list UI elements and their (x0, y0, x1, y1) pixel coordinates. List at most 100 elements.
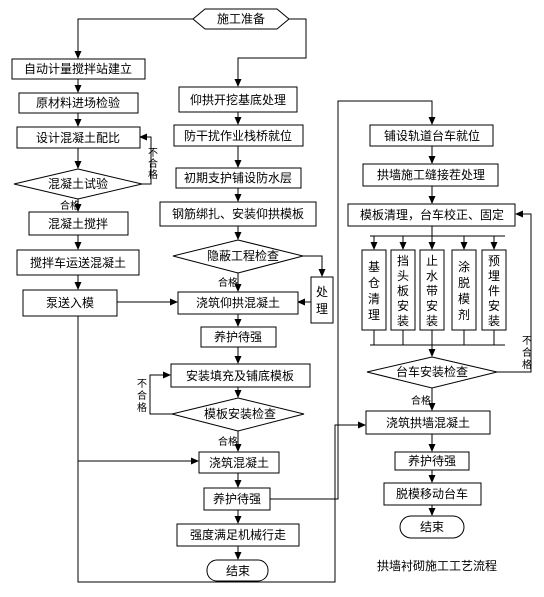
base-clean-char-3: 清 (368, 292, 380, 306)
stop-board-char-1: 挡 (397, 254, 409, 268)
svg-text:脱模移动台车: 脱模移动台车 (396, 486, 468, 501)
svg-text:仰拱开挖基底处理: 仰拱开挖基底处理 (190, 92, 286, 107)
svg-text:初期支护铺设防水层: 初期支护铺设防水层 (184, 170, 292, 185)
trestle-node: 防干扰作业栈桥就位 (173, 124, 304, 147)
handle-char-1: 处 (316, 285, 328, 299)
release-agent-node: 涂 脱 模 剂 (451, 249, 477, 331)
waterstop-char-1: 止 (426, 254, 438, 268)
svg-text:泵送入模: 泵送入模 (46, 295, 94, 310)
stop-board-char-5: 装 (397, 314, 409, 328)
embedded-char-2: 埋 (488, 269, 500, 283)
form-check-fail-label-2: 合 (137, 389, 147, 402)
concrete-mixing-node: 混凝土搅拌 (28, 211, 129, 236)
pour-concrete-node: 浇筑混凝土 (198, 451, 280, 474)
transport-node: 搅拌车运送混凝土 (16, 249, 140, 276)
waterstop-char-3: 带 (426, 284, 438, 298)
svg-text:模板安装检查: 模板安装检查 (204, 406, 276, 421)
end2-node: 结束 (399, 515, 465, 539)
svg-text:浇筑混凝土: 浇筑混凝土 (209, 455, 269, 470)
svg-text:结束: 结束 (420, 520, 444, 534)
pump-node: 泵送入模 (22, 289, 118, 317)
svg-text:施工准备: 施工准备 (217, 12, 265, 26)
embedded-parts-node: 预 埋 件 安 装 (481, 249, 507, 331)
svg-text:养护待强: 养护待强 (408, 453, 456, 468)
svg-text:原材料进场检验: 原材料进场检验 (36, 95, 120, 110)
release-char-1: 涂 (458, 259, 470, 274)
embedded-char-5: 装 (488, 314, 500, 328)
waterproof-node: 初期支护铺设防水层 (175, 167, 302, 189)
base-clean-char-2: 仓 (368, 276, 380, 290)
svg-text:隐蔽工程检查: 隐蔽工程检查 (207, 248, 279, 263)
waterstop-char-5: 装 (426, 314, 438, 328)
embedded-char-4: 安 (488, 298, 500, 313)
form-check-pass-label: 合格 (218, 435, 238, 448)
stop-board-char-2: 头 (397, 269, 409, 283)
form-check-fail-label-3: 格 (137, 401, 147, 414)
concrete-test-fail-label-2: 合 (148, 157, 158, 170)
svg-text:混凝土搅拌: 混凝土搅拌 (48, 216, 108, 231)
svg-text:钢筋绑扎、安装仰拱模板: 钢筋绑扎、安装仰拱模板 (172, 206, 304, 221)
svg-text:结束: 结束 (226, 564, 250, 578)
stop-board-char-3: 板 (397, 284, 409, 298)
trolley-check-fail-label-2: 合 (522, 346, 532, 359)
svg-text:浇筑仰拱混凝土: 浇筑仰拱混凝土 (196, 295, 280, 310)
waterstop-char-2: 水 (426, 269, 438, 283)
hidden-check-decision: 隐蔽工程检查 (172, 239, 304, 274)
base-clean-node: 基 仓 清 理 (361, 249, 387, 331)
trolley-check-decision: 台车安装检查 (366, 356, 498, 389)
stop-board-node: 挡 头 板 安 装 (390, 249, 416, 331)
release-char-2: 脱 (458, 275, 470, 290)
joint-node: 拱墙施工缝接茬处理 (362, 163, 499, 187)
svg-text:强度满足机械行走: 强度满足机械行走 (190, 527, 286, 542)
pour-invert-node: 浇筑仰拱混凝土 (177, 291, 299, 315)
trolley-check-pass-label: 合格 (411, 394, 431, 407)
concrete-test-fail-label-1: 不 (148, 148, 158, 159)
excavation-node: 仰拱开挖基底处理 (178, 86, 298, 113)
svg-text:设计混凝土配比: 设计混凝土配比 (36, 130, 120, 145)
svg-text:混凝土试验: 混凝土试验 (48, 176, 108, 191)
waterstop-char-4: 安 (426, 298, 438, 313)
base-clean-char-1: 基 (368, 260, 380, 274)
materials-inspection-node: 原材料进场检验 (18, 92, 139, 114)
mixing-station-node: 自动计量搅拌站建立 (11, 58, 146, 80)
base-clean-char-4: 理 (368, 308, 380, 322)
svg-text:养护待强: 养护待强 (214, 329, 262, 344)
pour-arch-node: 浇筑拱墙混凝土 (365, 410, 491, 435)
svg-text:养护待强: 养护待强 (213, 491, 261, 506)
rebar-node: 钢筋绑扎、安装仰拱模板 (159, 201, 317, 227)
diagram-caption: 拱墙衬砌施工工艺流程 (377, 558, 497, 573)
formwork-clean-node: 模板清理，台车校正、固定 (347, 203, 516, 227)
stop-board-char-4: 安 (397, 298, 409, 313)
svg-text:安装填充及铺底模板: 安装填充及铺底模板 (186, 368, 294, 383)
concrete-test-fail-label-3: 格 (148, 168, 158, 181)
svg-text:台车安装检查: 台车安装检查 (396, 364, 468, 379)
connectors (74, 18, 532, 583)
handle-node: 处 理 (310, 276, 334, 324)
svg-text:铺设轨道台车就位: 铺设轨道台车就位 (384, 128, 480, 143)
cure2-node: 养护待强 (203, 487, 271, 511)
end1-node: 结束 (206, 559, 269, 582)
hidden-check-pass-label: 合格 (218, 276, 238, 289)
track-node: 铺设轨道台车就位 (369, 124, 494, 147)
form-check-decision: 模板安装检查 (171, 397, 305, 432)
trolley-check-fail-label-3: 格 (522, 358, 532, 371)
svg-text:模板清理，台车校正、固定: 模板清理，台车校正、固定 (360, 207, 504, 222)
embedded-char-1: 预 (488, 254, 500, 268)
svg-text:搅拌车运送混凝土: 搅拌车运送混凝土 (30, 255, 126, 270)
release-char-4: 剂 (458, 307, 470, 322)
mix-design-node: 设计混凝土配比 (16, 126, 141, 149)
svg-text:拱墙施工缝接茬处理: 拱墙施工缝接茬处理 (377, 167, 485, 182)
fill-form-node: 安装填充及铺底模板 (170, 363, 311, 388)
concrete-test-decision: 混凝土试验 (13, 168, 143, 200)
cure1-node: 养护待强 (200, 326, 277, 348)
embedded-char-3: 件 (488, 284, 500, 298)
strength-node: 强度满足机械行走 (176, 523, 300, 547)
trolley-check-fail-label-1: 不 (522, 336, 532, 347)
form-check-fail-label-1: 不 (137, 379, 147, 390)
svg-text:自动计量搅拌站建立: 自动计量搅拌站建立 (24, 61, 132, 76)
waterstop-node: 止 水 带 安 装 (419, 249, 445, 331)
demold-node: 脱模移动台车 (383, 482, 482, 506)
concrete-test-pass-label: 合格 (60, 199, 80, 212)
